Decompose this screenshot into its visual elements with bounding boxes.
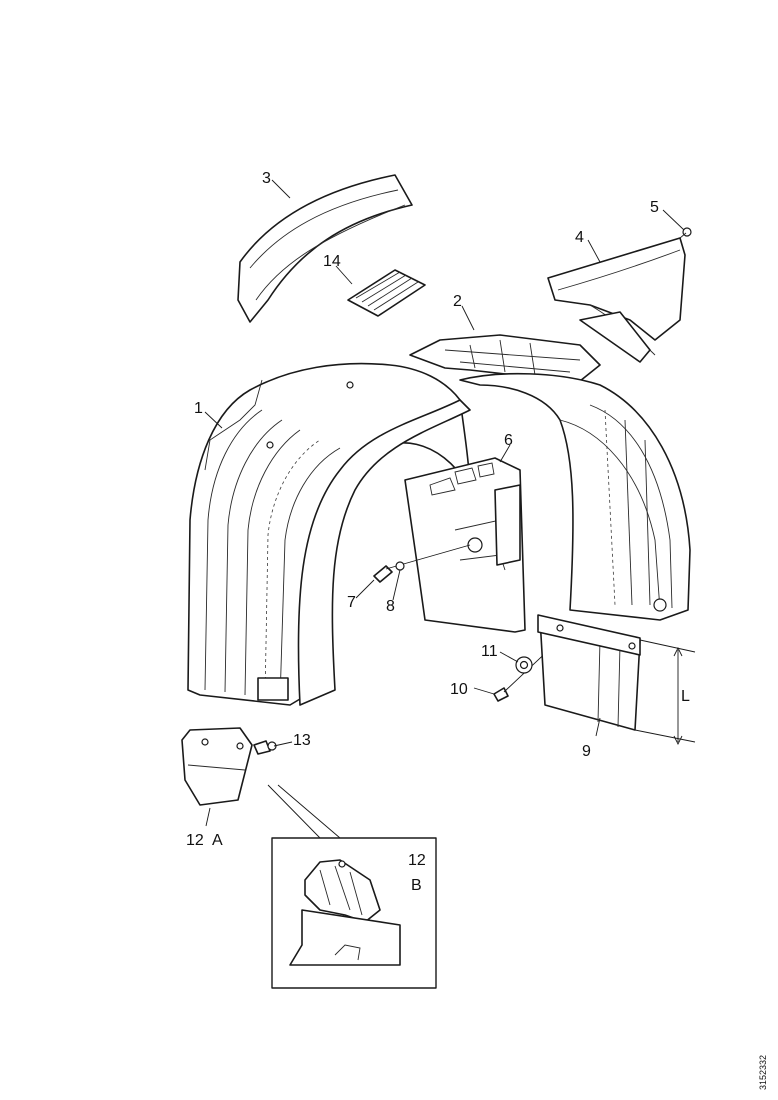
label-part-4: 4 (575, 229, 584, 246)
label-dimension-L: L (681, 688, 690, 705)
label-part-6: 6 (504, 432, 513, 449)
label-part-14: 14 (323, 253, 341, 270)
label-part-10: 10 (450, 681, 468, 698)
label-part-12b-number: 12 (408, 852, 426, 869)
label-part-9: 9 (582, 743, 591, 760)
label-part-13: 13 (293, 732, 311, 749)
detail-12b-callout (267, 784, 437, 989)
right-arch (459, 372, 691, 621)
part-4-cover (547, 237, 686, 363)
part-2-bridge (409, 334, 601, 386)
part-11-nut (515, 656, 533, 674)
label-part-7: 7 (347, 594, 356, 611)
part-8-washer (395, 561, 405, 571)
part-1-fender (187, 362, 471, 706)
label-part-5: 5 (650, 199, 659, 216)
leader-lines (204, 179, 685, 827)
label-part-8: 8 (386, 598, 395, 615)
label-part-3: 3 (262, 170, 271, 187)
part-14-grille (347, 269, 426, 317)
label-part-12a-letter: A (212, 832, 223, 849)
label-part-11: 11 (481, 643, 498, 660)
part-9-mudflap (537, 614, 641, 731)
part-5-screw (679, 227, 692, 239)
label-part-2: 2 (453, 293, 462, 310)
label-part-12b-letter: B (411, 877, 422, 894)
part-3-cover (237, 174, 413, 323)
part-6-bracket (404, 457, 526, 633)
part-12a-bracket (181, 727, 253, 806)
drawing-reference-number: 3152332 (758, 1055, 768, 1090)
part-13-screw (253, 740, 277, 755)
dimension-L (634, 639, 696, 746)
label-part-12a-number: 12 (186, 832, 204, 849)
label-part-1: 1 (194, 400, 203, 417)
